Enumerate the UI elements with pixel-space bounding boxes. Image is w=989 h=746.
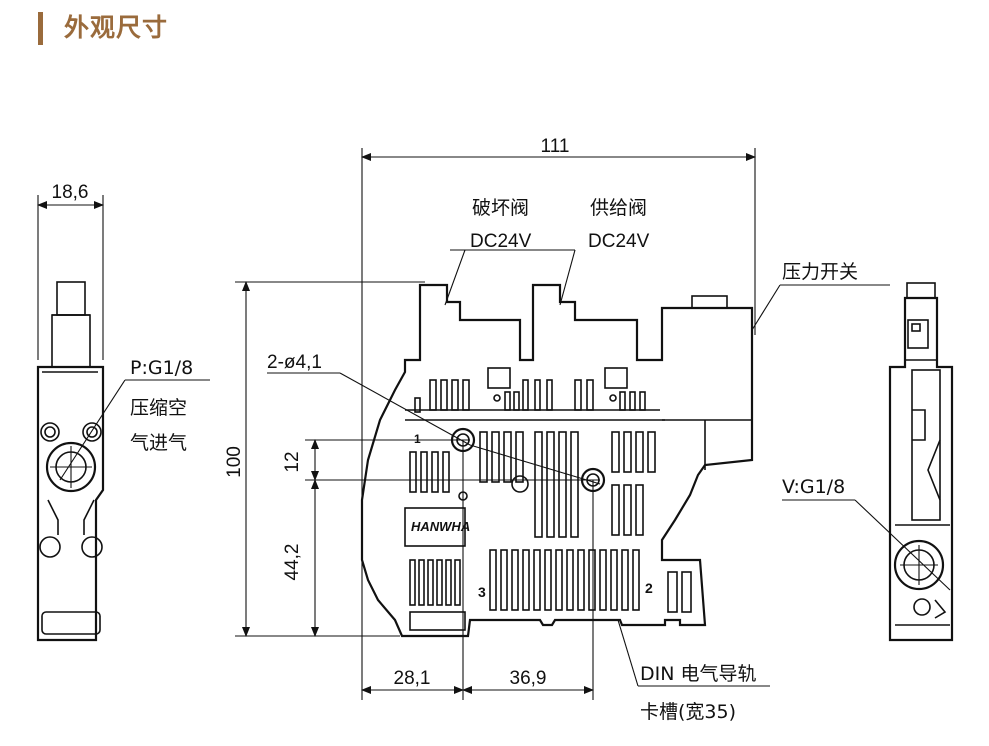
- middle-vents: [409, 431, 656, 538]
- lower-vents: [409, 549, 692, 631]
- title-accent-bar: [38, 12, 43, 45]
- dim-total-width: 111: [541, 136, 570, 157]
- label-port-v: V:G1/8: [782, 476, 845, 498]
- front-view: [235, 148, 890, 700]
- port-number-3: 3: [478, 584, 486, 600]
- label-port-p: P:G1/8: [130, 357, 193, 379]
- label-din-rail-2: 卡槽(宽35): [640, 701, 736, 723]
- upper-vents: [414, 379, 646, 413]
- label-din-rail-1: DIN 电气导轨: [640, 663, 757, 685]
- label-break-valve: 破坏阀: [472, 197, 529, 219]
- dim-offset-44: 44,2: [282, 544, 303, 581]
- right-side-view: [782, 282, 954, 642]
- port-number-1: 1: [414, 432, 421, 446]
- brand-logo: HANWHA: [411, 519, 470, 534]
- dim-height: 100: [224, 446, 245, 478]
- label-pressure-switch: 压力开关: [782, 261, 858, 283]
- dim-bottom-mid: 36,9: [510, 668, 547, 689]
- dim-bottom-left: 28,1: [394, 668, 431, 689]
- dim-side-width: 18,6: [52, 182, 89, 203]
- left-side-view: 18,6: [36, 182, 210, 642]
- label-compressed-air-1: 压缩空: [130, 397, 187, 419]
- label-supply-valve: 供给阀: [590, 197, 647, 219]
- label-holes: 2-ø4,1: [267, 352, 322, 373]
- page-title: 外观尺寸: [64, 14, 169, 42]
- port-number-2: 2: [645, 580, 653, 596]
- label-compressed-air-2: 气进气: [130, 432, 187, 454]
- label-dc-right: DC24V: [588, 231, 650, 252]
- label-dc-left: DC24V: [470, 231, 532, 252]
- dim-offset-12: 12: [282, 451, 303, 472]
